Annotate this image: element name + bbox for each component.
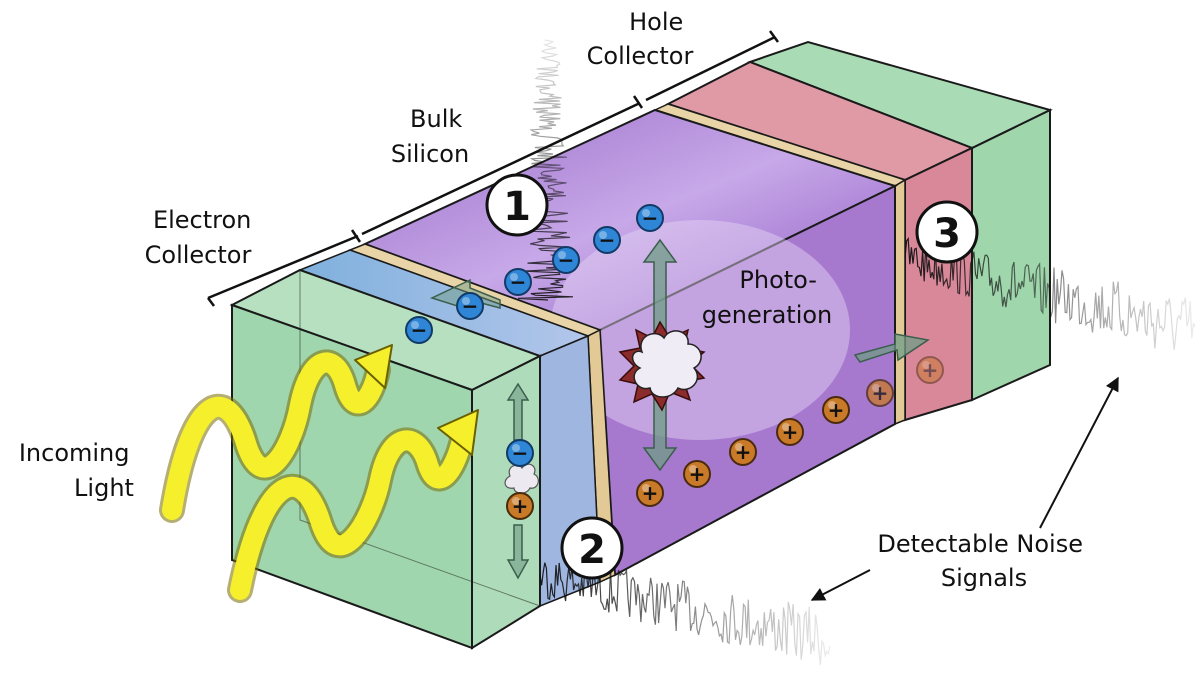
photogeneration-burst [504, 320, 706, 494]
hole-carrier-sign: + [872, 381, 889, 405]
photogeneration-up-arrow [642, 238, 678, 341]
junction-right-front [894, 178, 906, 426]
hole-carrier-sign: + [782, 420, 799, 444]
hole-carrier-sign: + [828, 398, 845, 422]
electron-carrier-sign: − [411, 318, 428, 342]
electron-carrier-sign: − [599, 228, 616, 252]
hole-carrier-sign: + [689, 462, 706, 486]
hole-carrier: + [822, 396, 850, 424]
electron-carrier-sign: − [510, 270, 527, 294]
hole-carrier-sign: + [642, 481, 659, 505]
hole-carrier-sign: + [512, 494, 529, 518]
noise-signals-label: Detectable Noise Signals [877, 530, 1090, 592]
electron-carriers: −−−−−−− [405, 204, 664, 467]
hole-carrier: + [776, 418, 804, 446]
light-ray-2-head [437, 409, 479, 456]
hole-carriers: + + + + + + + + [506, 356, 944, 520]
hole-collector-label: Hole Collector [587, 8, 694, 70]
burst-cloud [631, 330, 702, 398]
incoming-light-label: Incoming Light [19, 439, 137, 502]
electron-carrier: − [456, 292, 484, 320]
marker-3: 3 [915, 200, 979, 264]
marker-2-label: 2 [578, 527, 606, 573]
hole-carrier-sign: + [922, 358, 939, 382]
hole-carrier: + [729, 438, 757, 466]
hole-carrier-sign: + [735, 440, 752, 464]
electron-carrier-sign: − [558, 248, 575, 272]
noise-pointer-right [1039, 376, 1119, 529]
edge-recombination-down-arrow [506, 524, 530, 580]
hole-carrier: + [636, 479, 664, 507]
edge-recombination-up-arrow [506, 382, 530, 441]
photogeneration-label: Photo- generation [702, 266, 833, 329]
light-ray-1-head [354, 344, 393, 389]
photogeneration-down-arrow [642, 395, 678, 472]
electron-carrier-sign: − [462, 294, 479, 318]
electron-carrier: − [506, 439, 534, 467]
cube-back-edge [299, 270, 541, 607]
hole-drift-arrow [853, 333, 930, 363]
device-body [229, 40, 1053, 650]
hole-carrier: + [916, 356, 944, 384]
right-end-cap [971, 108, 1051, 402]
hole-carrier: + [683, 460, 711, 488]
hole-carrier: + [506, 492, 534, 520]
marker-3-label: 3 [933, 211, 961, 257]
marker-1-label: 1 [503, 184, 531, 230]
electron-carrier: − [593, 226, 621, 254]
noise-signal-2 [539, 562, 831, 665]
noise-pointer-left [810, 569, 871, 601]
electron-carrier: − [552, 246, 580, 274]
electron-carrier-sign: − [512, 441, 529, 465]
incoming-light-rays [159, 344, 479, 603]
noise-signal-3 [904, 237, 1196, 350]
bulk-silicon-label: Bulk Silicon [391, 105, 470, 168]
electron-carrier-sign: − [642, 206, 659, 230]
bulk-glow [550, 220, 850, 440]
electron-collector-label: Electron Collector [145, 206, 259, 269]
hole-carrier: + [866, 379, 894, 407]
marker-1: 1 [485, 173, 549, 237]
region-brackets [207, 30, 780, 307]
electron-carrier: − [504, 268, 532, 296]
electron-carrier: − [405, 316, 433, 344]
marker-2: 2 [560, 516, 624, 580]
electron-carrier: − [636, 204, 664, 232]
